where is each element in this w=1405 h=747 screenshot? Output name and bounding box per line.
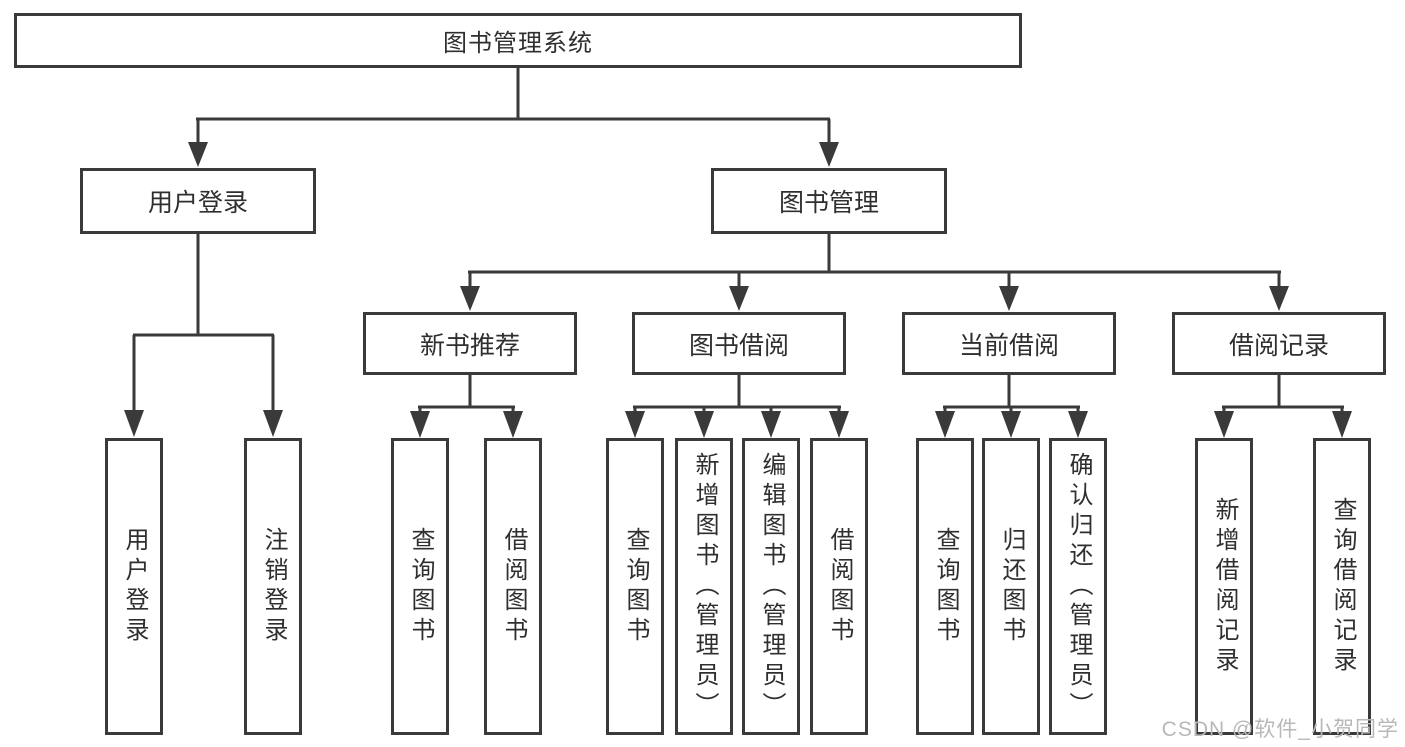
node-leaf-query-borrow-record: 查询借阅记录	[1313, 438, 1371, 735]
node-leaf-query-books-borrowing: 查询图书	[606, 438, 664, 735]
node-library-management-system: 图书管理系统	[14, 13, 1022, 68]
node-leaf-query-books-recommend: 查询图书	[391, 438, 449, 735]
watermark: CSDN @软件_小贺同学	[1161, 718, 1399, 741]
node-leaf-borrow-books: 借阅图书	[810, 438, 868, 735]
node-leaf-user-login: 用户登录	[105, 438, 163, 735]
node-leaf-confirm-return-admin: 确认归还（管理员）	[1049, 438, 1107, 735]
node-leaf-logout: 注销登录	[244, 438, 302, 735]
node-leaf-add-book-admin: 新增图书（管理员）	[675, 438, 733, 735]
node-current-borrowing: 当前借阅	[902, 312, 1116, 375]
node-leaf-add-borrow-record: 新增借阅记录	[1195, 438, 1253, 735]
node-leaf-return-books: 归还图书	[982, 438, 1040, 735]
node-leaf-borrow-books-recommend: 借阅图书	[484, 438, 542, 735]
node-user-login: 用户登录	[80, 168, 316, 234]
node-new-book-recommendation: 新书推荐	[363, 312, 577, 375]
node-book-management: 图书管理	[711, 168, 947, 234]
node-borrowing-records: 借阅记录	[1172, 312, 1386, 375]
node-leaf-edit-book-admin: 编辑图书（管理员）	[742, 438, 800, 735]
node-leaf-query-books-current: 查询图书	[916, 438, 974, 735]
node-book-borrowing: 图书借阅	[632, 312, 846, 375]
